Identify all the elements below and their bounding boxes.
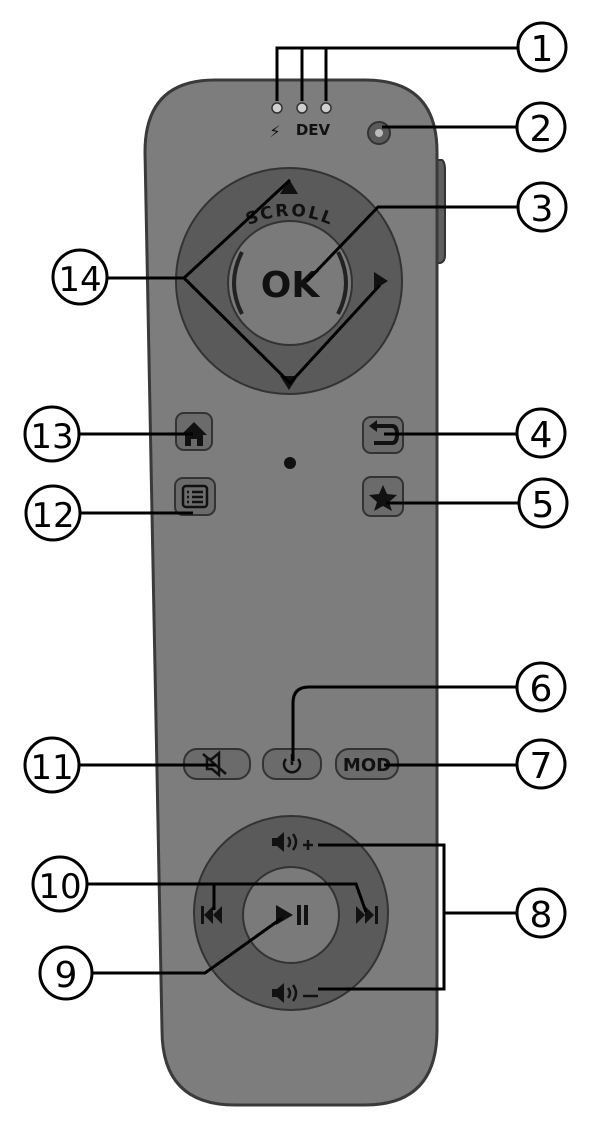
callout-6: 6	[515, 661, 567, 713]
led-indicators: ⚡ DEV	[269, 102, 332, 141]
callout-7: 7	[515, 738, 567, 790]
volume-up-icon	[272, 832, 313, 852]
favorite-button[interactable]	[362, 476, 404, 517]
svg-text:3: 3	[531, 189, 554, 230]
mod-label: MOD	[343, 755, 391, 776]
svg-text:8: 8	[530, 895, 553, 936]
leader-lines	[79, 46, 520, 991]
ok-left-arc	[232, 251, 244, 315]
media-wheel	[193, 815, 389, 1011]
mod-button[interactable]: MOD	[335, 748, 399, 780]
leader-1	[275, 46, 517, 101]
svg-text:10: 10	[38, 867, 81, 907]
leader-14	[107, 178, 382, 386]
callout-5: 5	[517, 477, 569, 529]
svg-text:13: 13	[30, 417, 73, 457]
led-dev-2	[320, 102, 332, 114]
menu-list-icon	[181, 484, 209, 509]
callout-9: 9	[38, 945, 94, 1001]
sensor-icon	[367, 121, 391, 145]
callout-13: 13	[23, 405, 81, 463]
arrow-right-icon	[374, 272, 388, 290]
svg-text:14: 14	[58, 260, 101, 300]
leader-9	[92, 916, 283, 975]
ok-button[interactable]	[227, 220, 353, 346]
callout-3: 3	[516, 181, 568, 233]
svg-text:4: 4	[530, 415, 553, 456]
previous-track-icon	[201, 906, 222, 924]
led-dev-1	[296, 102, 308, 114]
leader-3	[305, 205, 518, 283]
svg-text:7: 7	[530, 746, 553, 787]
ok-label: OK	[261, 265, 321, 306]
volume-down-icon	[272, 983, 318, 1003]
dpad: OK SCROLL	[175, 167, 403, 395]
callout-4: 4	[515, 407, 567, 459]
arrow-up-icon	[280, 179, 298, 194]
leader-8	[318, 843, 516, 991]
svg-text:6: 6	[530, 669, 553, 710]
svg-text:2: 2	[530, 109, 553, 150]
callouts: 1 2 3 14 13 4 12 5	[23, 21, 569, 1001]
leader-10	[88, 882, 368, 913]
next-track-icon	[356, 906, 378, 924]
callout-2: 2	[515, 101, 567, 153]
svg-text:12: 12	[31, 496, 74, 536]
led-dev-label: DEV	[296, 121, 331, 139]
callout-1: 1	[516, 21, 568, 73]
callout-8: 8	[515, 887, 567, 939]
led-charge-label: ⚡	[269, 122, 280, 141]
svg-text:11: 11	[30, 748, 73, 788]
microphone-hole	[284, 457, 296, 469]
svg-text:9: 9	[55, 955, 78, 996]
leader-6	[291, 685, 517, 761]
callout-14: 14	[51, 248, 109, 306]
led-charge	[271, 102, 283, 114]
power-button[interactable]	[262, 748, 322, 780]
home-icon	[181, 422, 207, 446]
callout-10: 10	[31, 855, 89, 913]
ok-right-arc	[336, 251, 348, 315]
star-icon	[369, 485, 397, 511]
home-button[interactable]	[175, 412, 213, 451]
svg-text:1: 1	[531, 29, 554, 70]
back-button[interactable]	[362, 416, 404, 454]
callout-12: 12	[24, 484, 82, 542]
callout-11: 11	[23, 736, 81, 794]
menu-button[interactable]	[174, 477, 216, 516]
svg-text:5: 5	[532, 485, 555, 526]
